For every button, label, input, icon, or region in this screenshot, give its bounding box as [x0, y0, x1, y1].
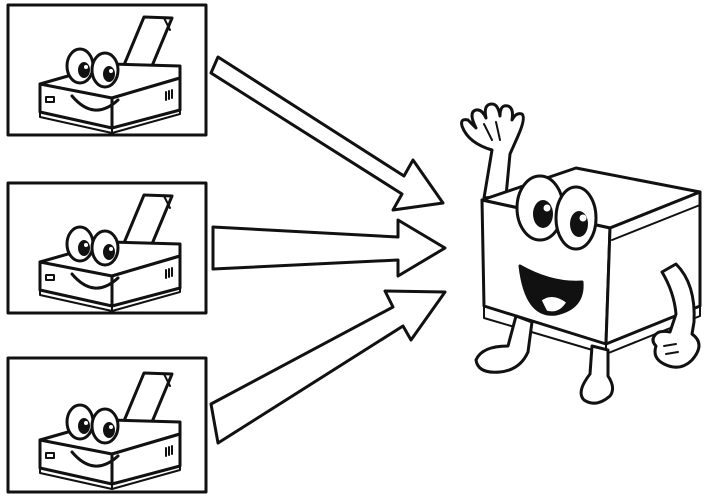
printer-frame-top [8, 5, 206, 135]
arrow-top [211, 57, 443, 210]
printer-frame-bottom [8, 358, 206, 492]
large-printer-character [462, 104, 700, 403]
printer-frame-middle [8, 183, 206, 313]
arrow-bottom [211, 291, 445, 443]
arrow-middle [213, 220, 445, 276]
